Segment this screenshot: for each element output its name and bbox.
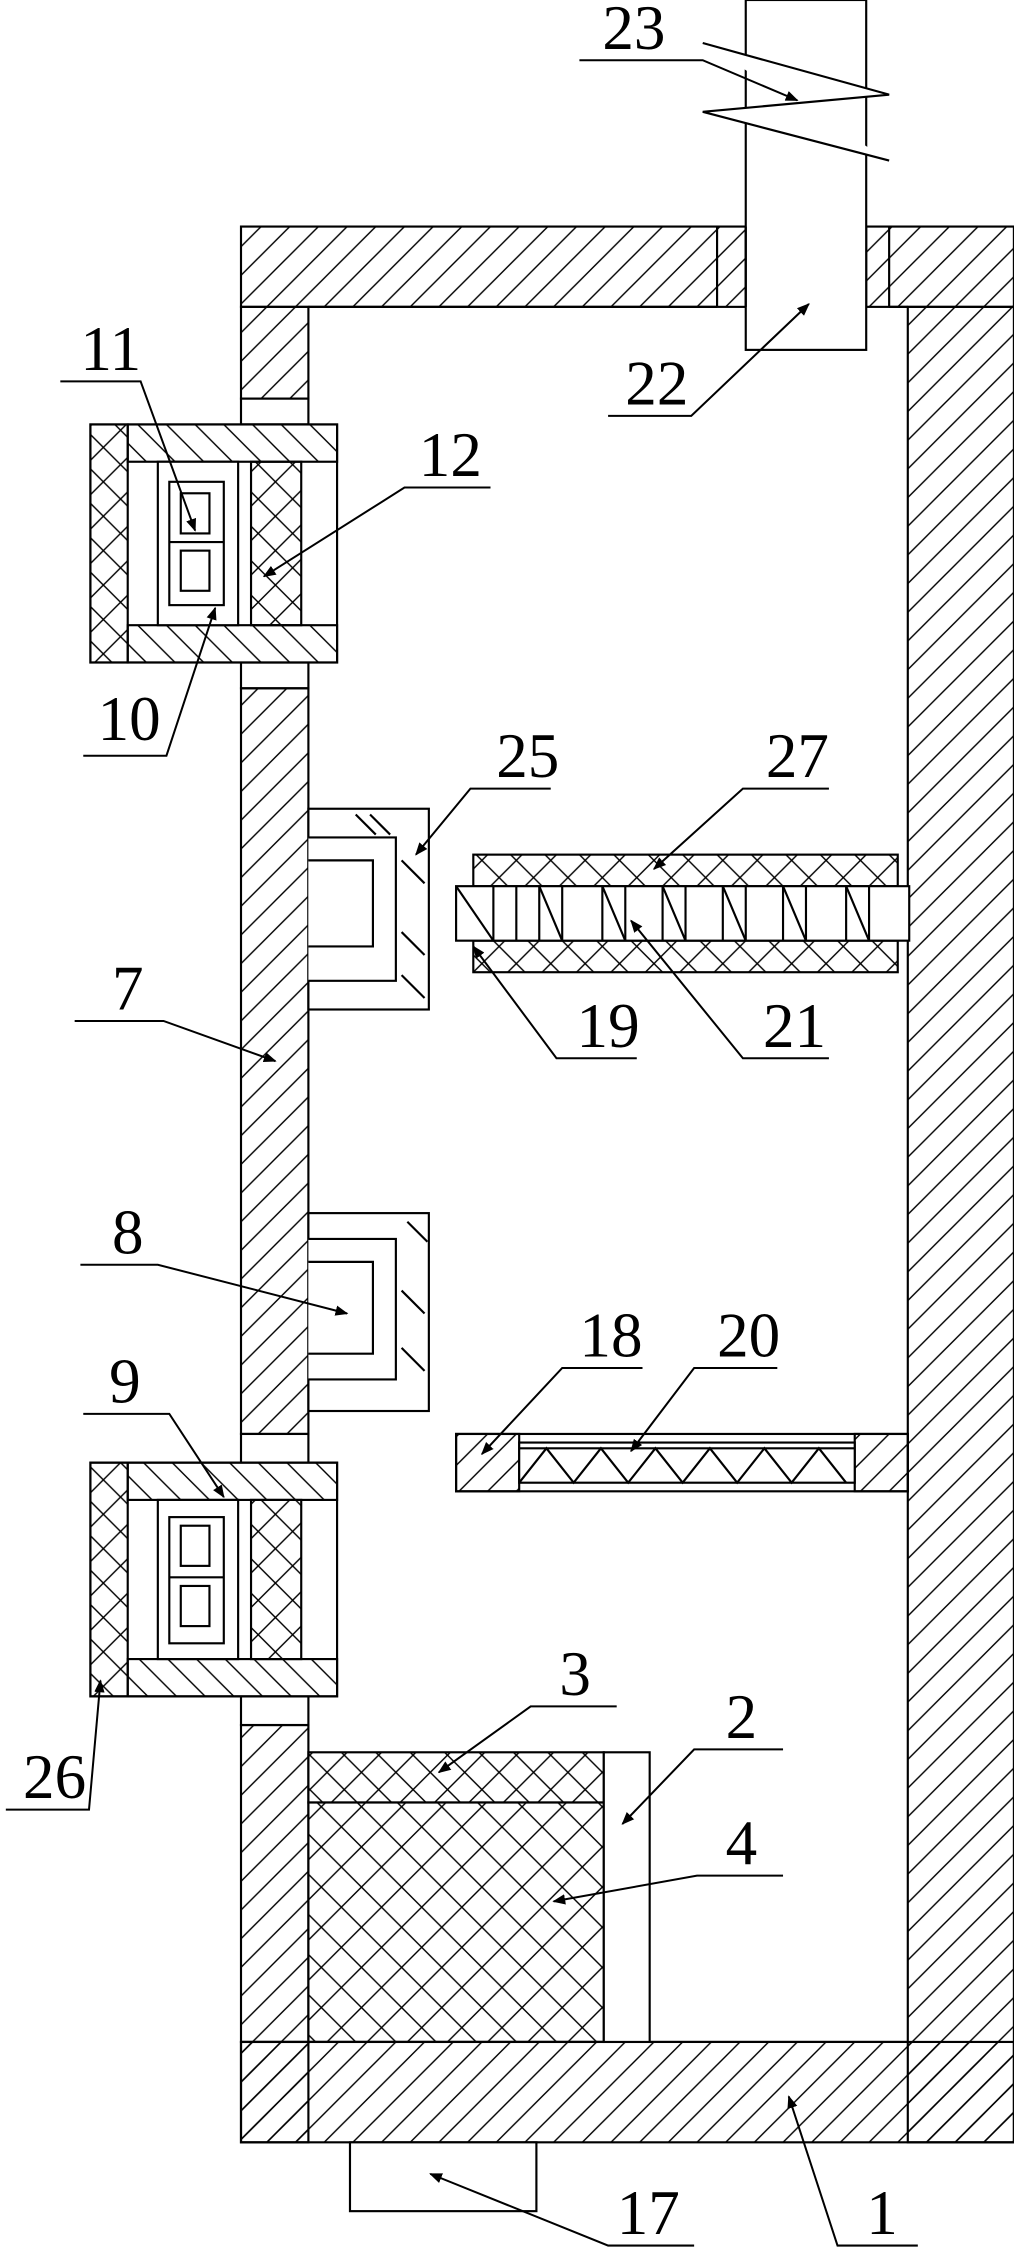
upper-side-mount [89,423,339,664]
label-7: 7 [112,954,144,1024]
label-19: 19 [577,991,640,1061]
label-11: 11 [80,314,141,384]
leader-23 [579,59,799,102]
lower-rack-assembly [455,1432,909,1493]
label-20: 20 [717,1301,780,1371]
clamp-block-upper [307,807,430,1011]
top-shaft [702,0,890,351]
leader-11 [60,380,197,532]
leader-22 [608,303,810,417]
label-4: 4 [726,1808,758,1878]
leader-8 [80,1263,349,1316]
leader-4 [552,1874,784,1905]
label-27: 27 [766,721,829,791]
label-12: 12 [419,420,482,490]
label-10: 10 [98,684,161,754]
label-17: 17 [617,2178,680,2247]
label-3: 3 [559,1639,591,1709]
label-8: 8 [112,1197,144,1267]
housing-top-wall [239,225,1014,308]
label-26: 26 [23,1742,86,1812]
label-21: 21 [763,991,826,1061]
leader-26 [5,1679,105,1811]
leader-10 [83,606,217,757]
leader-12 [262,486,491,578]
label-23: 23 [602,0,665,63]
upper-rack-assembly [455,853,911,974]
label-9: 9 [109,1346,141,1416]
leader-7 [74,1019,277,1063]
leader-3 [437,1705,617,1774]
leader-25 [415,787,551,856]
label-25: 25 [496,721,559,791]
bottom-block [307,1751,651,2044]
label-1: 1 [866,2178,898,2247]
leader-20 [630,1366,778,1453]
housing-bottom-wall [239,2040,1014,2144]
base-foot [348,2141,538,2213]
lower-side-mount [89,1461,339,1698]
label-2: 2 [726,1682,758,1752]
label-18: 18 [579,1301,642,1371]
leader-9 [83,1412,225,1499]
leader-18 [481,1366,643,1455]
label-22: 22 [625,348,688,418]
leader-1 [787,2095,918,2247]
leader-21 [630,919,829,1060]
leader-17 [429,2172,695,2247]
housing-right-wall [888,226,1014,2144]
clamp-block-lower [307,1212,430,1413]
leader-19 [472,945,637,1060]
leader-27 [653,787,829,870]
leader-2 [621,1748,784,1825]
